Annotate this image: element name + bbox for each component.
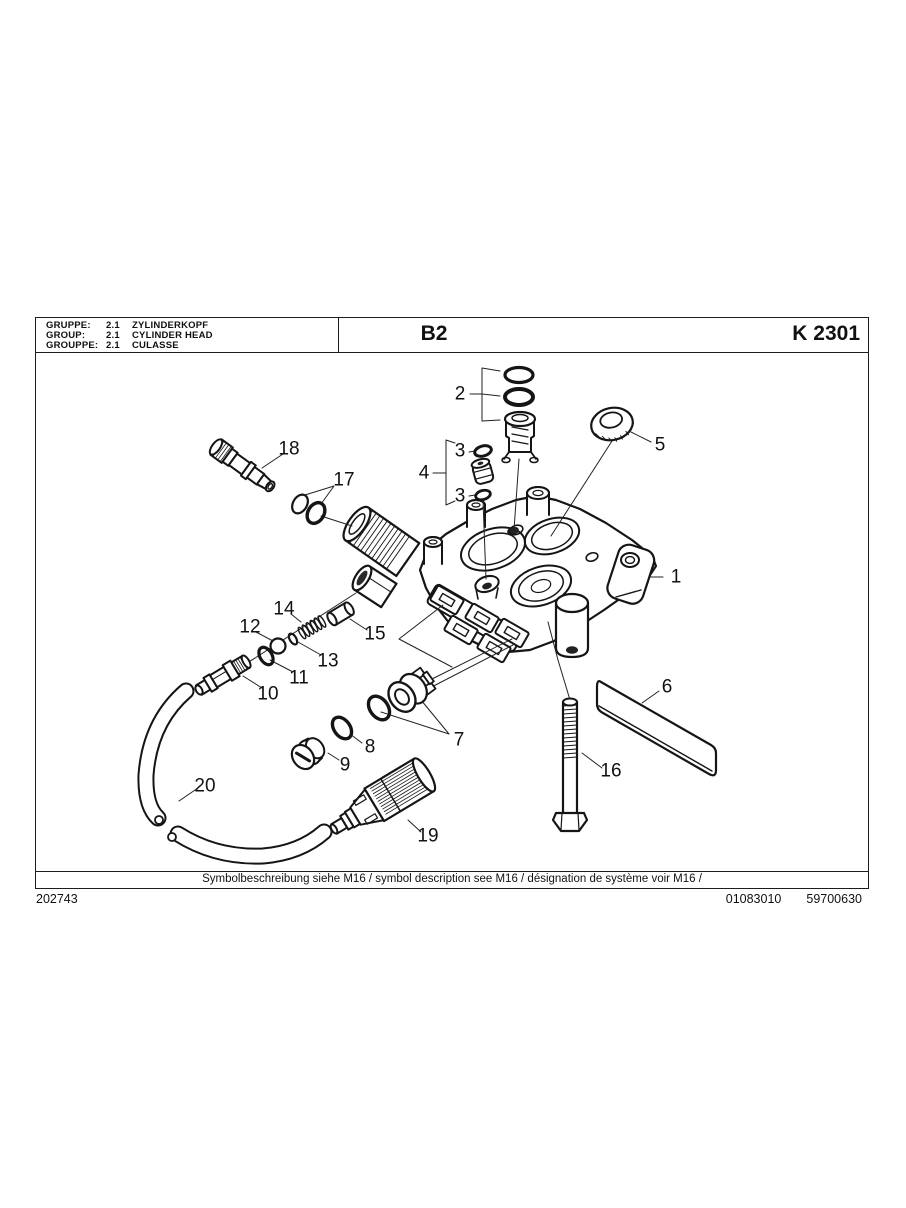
callout-2: 2 xyxy=(454,383,466,405)
exploded-drawing xyxy=(137,365,718,865)
sheet-code: K 2301 xyxy=(792,322,860,345)
part-washer-13 xyxy=(287,632,299,646)
callout-1: 1 xyxy=(670,566,682,588)
title-block: GRUPPE: 2.1 ZYLINDERKOPF GROUP: 2.1 CYLI… xyxy=(36,318,868,353)
part-o-ring-pair-17 xyxy=(291,493,327,526)
part-o-ring-3b xyxy=(474,488,492,502)
callout-14: 14 xyxy=(273,598,295,620)
part-o-ring-3a xyxy=(473,444,493,458)
group-name-fr: CULASSE xyxy=(132,339,179,351)
part-piston-15 xyxy=(326,601,355,627)
callout-20: 20 xyxy=(194,775,216,797)
part-valve-7 xyxy=(387,666,437,713)
group-label-de: GRUPPE: xyxy=(46,320,91,331)
part-seal-ring-5 xyxy=(590,406,634,442)
part-spring-14 xyxy=(297,615,327,640)
part-nozzle-fitting-10 xyxy=(194,654,252,696)
group-number-fr: 2.1 xyxy=(106,339,120,351)
part-coupler-18 xyxy=(208,438,276,493)
group-label-en: GROUP: xyxy=(46,329,86,341)
part-o-ring-set-2 xyxy=(503,365,535,407)
group-name-en: CYLINDER HEAD xyxy=(132,329,213,341)
group-number-en: 2.1 xyxy=(106,329,120,341)
group-label-fr: GROUPPE: xyxy=(46,339,99,351)
callout-9: 9 xyxy=(339,754,351,776)
callout-19: 19 xyxy=(417,825,439,847)
exploded-view-area xyxy=(35,353,869,872)
part-ball-12 xyxy=(269,637,287,655)
callout-10: 10 xyxy=(257,683,279,705)
symbol-note: Symbolbeschreibung siehe M16 / symbol de… xyxy=(36,871,868,888)
part-valve-insert-4 xyxy=(470,457,495,485)
callout-6: 6 xyxy=(661,676,673,698)
part-plug-9 xyxy=(290,737,326,771)
reference-numbers: 01083010 59700630 xyxy=(726,892,862,906)
group-title-block: GRUPPE: 2.1 ZYLINDERKOPF GROUP: 2.1 CYLI… xyxy=(36,318,339,352)
callout-15: 15 xyxy=(364,623,386,645)
part-o-ring-8 xyxy=(330,715,354,741)
group-name-de: ZYLINDERKOPF xyxy=(132,320,209,331)
group-row-de: GRUPPE: 2.1 ZYLINDERKOPF xyxy=(46,321,338,331)
group-number-de: 2.1 xyxy=(106,320,120,331)
group-row-fr: GROUPPE: 2.1 CULASSE xyxy=(46,339,338,351)
callout-3a: 3 xyxy=(454,440,466,462)
callout-12: 12 xyxy=(239,616,261,638)
callout-16: 16 xyxy=(600,760,622,782)
callout-5: 5 xyxy=(654,434,666,456)
callout-11: 11 xyxy=(289,667,309,689)
part-filter-19 xyxy=(329,757,437,835)
part-plate-6 xyxy=(595,680,718,777)
part-hose-20 xyxy=(137,682,333,865)
pump-code: B2 xyxy=(420,322,448,345)
part-o-ring-7 xyxy=(366,694,392,722)
part-bolt-16 xyxy=(551,697,589,833)
callout-3b: 3 xyxy=(454,485,466,507)
drawing-sheet-frame: GRUPPE: 2.1 ZYLINDERKOPF GROUP: 2.1 CYLI… xyxy=(35,317,869,889)
callout-8: 8 xyxy=(364,736,376,758)
document-number: 202743 xyxy=(36,892,78,906)
part-cylinder-head-body xyxy=(342,486,658,664)
part-number-right: 59700630 xyxy=(806,892,862,906)
callout-18: 18 xyxy=(278,438,300,460)
part-o-ring-11 xyxy=(257,645,275,667)
part-valve-cartridge-2 xyxy=(501,410,539,464)
callout-4: 4 xyxy=(418,462,430,484)
group-row-en: GROUP: 2.1 CYLINDER HEAD xyxy=(46,329,338,341)
callout-17: 17 xyxy=(333,469,355,491)
part-number-left: 01083010 xyxy=(725,892,782,906)
callout-7: 7 xyxy=(453,729,465,751)
callout-13: 13 xyxy=(317,650,339,672)
